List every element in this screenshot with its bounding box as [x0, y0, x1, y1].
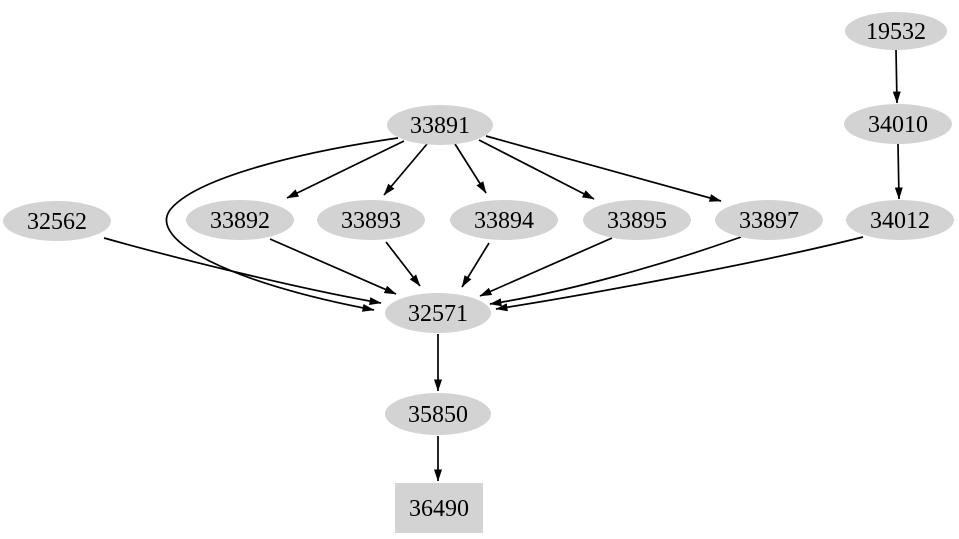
node-33891: 33891 [387, 105, 493, 145]
node-label: 34012 [870, 208, 930, 234]
node-36490: 36490 [395, 483, 483, 533]
nodes-layer: 19532 34010 34012 33891 32562 33892 3389… [3, 12, 954, 533]
node-label: 33895 [607, 208, 667, 234]
node-label: 35850 [408, 402, 468, 428]
node-shape [583, 200, 691, 240]
edge-33895-32571 [479, 237, 613, 297]
edge-33891-32571 [165, 137, 399, 312]
node-shape [317, 200, 425, 240]
node-label: 19532 [866, 19, 926, 45]
node-shape [385, 393, 491, 435]
edge-33891-33897 [485, 135, 722, 202]
node-33895: 33895 [583, 200, 691, 240]
node-33893: 33893 [317, 200, 425, 240]
node-label: 36490 [409, 496, 469, 522]
node-shape [395, 483, 483, 533]
edge-33891-33895 [478, 139, 595, 200]
node-label: 32562 [27, 209, 87, 235]
node-33892: 33892 [186, 200, 294, 240]
node-shape [387, 105, 493, 145]
node-shape [844, 104, 952, 144]
edges-layer [103, 49, 903, 482]
node-label: 33893 [341, 208, 401, 234]
node-shape [385, 293, 491, 333]
node-34012: 34012 [846, 200, 954, 240]
node-shape [715, 200, 823, 240]
edge-33891-33892 [286, 140, 405, 199]
node-label: 33897 [739, 208, 799, 234]
node-32562: 32562 [3, 201, 111, 241]
node-32571: 32571 [385, 293, 491, 333]
node-shape [845, 12, 947, 50]
edge-33891-33893 [383, 143, 428, 196]
edge-33893-32571 [385, 241, 421, 287]
edge-34010-34012 [894, 143, 903, 200]
edge-19532-34010 [892, 49, 901, 104]
node-label: 32571 [408, 301, 468, 327]
edge-33894-32571 [461, 242, 490, 288]
node-19532: 19532 [845, 12, 947, 50]
node-shape [3, 201, 111, 241]
node-label: 33892 [210, 208, 270, 234]
node-shape [186, 200, 294, 240]
node-label: 33891 [410, 113, 470, 139]
node-label: 33894 [474, 208, 534, 234]
edge-34012-32571 [495, 236, 864, 312]
node-shape [450, 200, 558, 240]
node-shape [846, 200, 954, 240]
node-label: 34010 [868, 112, 928, 138]
node-34010: 34010 [844, 104, 952, 144]
edge-33897-32571 [489, 236, 742, 307]
node-33897: 33897 [715, 200, 823, 240]
node-35850: 35850 [385, 393, 491, 435]
node-33894: 33894 [450, 200, 558, 240]
edge-33892-32571 [269, 238, 397, 295]
edge-33891-33894 [454, 143, 487, 194]
edge-32562-32571 [103, 237, 382, 306]
